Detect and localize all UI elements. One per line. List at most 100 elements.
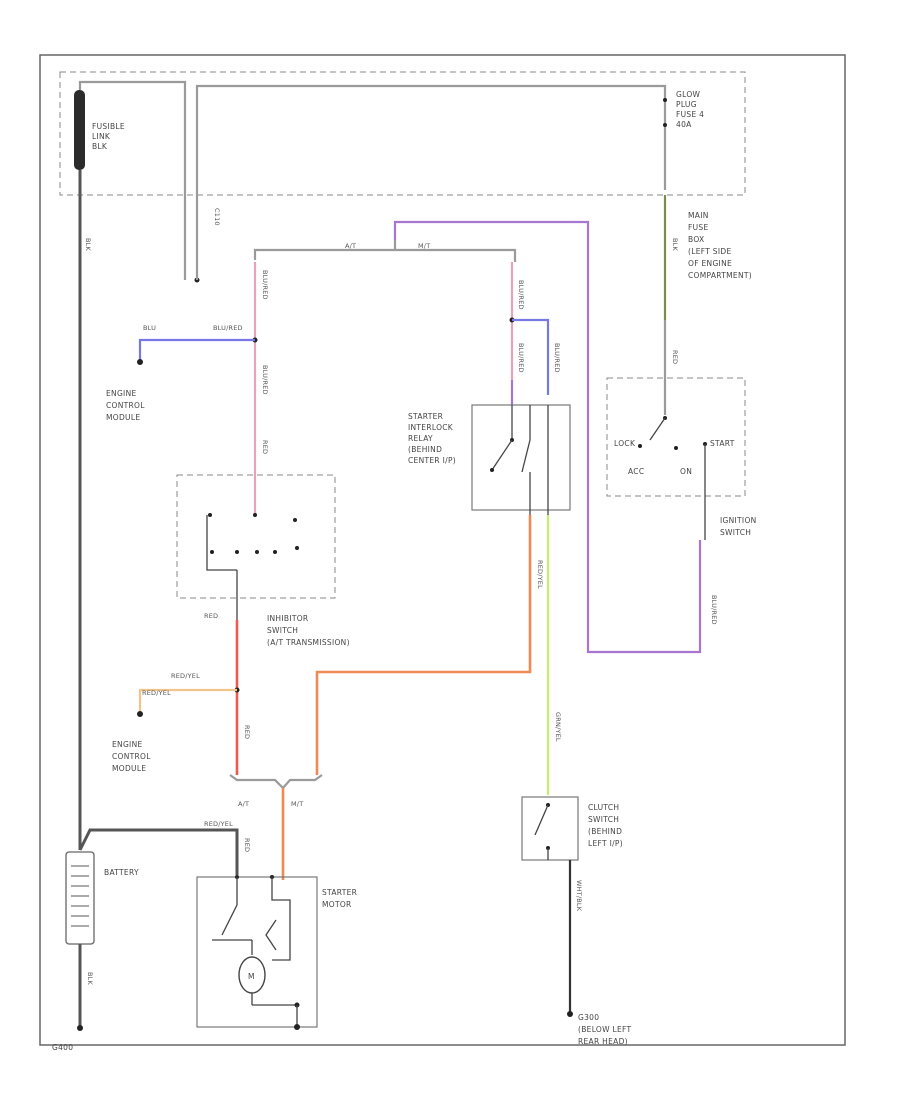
- svg-text:BLK: BLK: [92, 142, 108, 151]
- svg-text:SWITCH: SWITCH: [588, 815, 619, 824]
- svg-text:BLU/RED: BLU/RED: [517, 280, 525, 310]
- svg-text:BLU/RED: BLU/RED: [553, 343, 561, 373]
- svg-text:STARTER: STARTER: [322, 888, 357, 897]
- svg-text:PLUG: PLUG: [676, 100, 697, 109]
- inhibitor-switch-contacts: [206, 513, 299, 620]
- svg-text:MAIN: MAIN: [688, 211, 709, 220]
- svg-text:M/T: M/T: [291, 800, 303, 808]
- starter-motor-internals: M: [212, 875, 300, 1030]
- svg-text:(A/T TRANSMISSION): (A/T TRANSMISSION): [267, 638, 350, 647]
- svg-text:MOTOR: MOTOR: [322, 900, 352, 909]
- relay-label: STARTER INTERLOCK RELAY (BEHIND CENTER I…: [408, 412, 456, 465]
- svg-text:BLU/RED: BLU/RED: [261, 365, 269, 395]
- svg-text:CLUTCH: CLUTCH: [588, 803, 619, 812]
- svg-text:STARTER: STARTER: [408, 412, 443, 421]
- clutch-switch: [521, 796, 579, 861]
- svg-text:RED: RED: [671, 350, 679, 364]
- bus-wire-top-2: [195, 84, 667, 190]
- split-wire-top: [253, 240, 517, 262]
- svg-text:WHT/BLK: WHT/BLK: [575, 880, 583, 912]
- svg-text:CENTER I/P): CENTER I/P): [408, 456, 456, 465]
- svg-text:BLU/RED: BLU/RED: [517, 343, 525, 373]
- ground-g300-label: G300 (BELOW LEFT REAR HEAD): [578, 1013, 632, 1046]
- svg-text:COMPARTMENT): COMPARTMENT): [688, 271, 752, 280]
- svg-text:GRN/YEL: GRN/YEL: [554, 712, 562, 742]
- svg-text:BOX: BOX: [688, 235, 704, 244]
- ecm-top-label: ENGINE CONTROL MODULE: [106, 389, 145, 422]
- svg-text:BLK: BLK: [86, 972, 94, 985]
- battery: BATTERY: [65, 851, 139, 945]
- ecm-bottom-label: ENGINE CONTROL MODULE: [112, 740, 151, 773]
- svg-text:A/T: A/T: [345, 242, 356, 250]
- ignition-switch-box: [606, 377, 746, 497]
- inhibitor-switch-label: INHIBITOR SWITCH (A/T TRANSMISSION): [267, 614, 350, 647]
- svg-text:MODULE: MODULE: [106, 413, 140, 422]
- svg-text:FUSE 4: FUSE 4: [676, 110, 704, 119]
- svg-text:40A: 40A: [676, 120, 692, 129]
- svg-text:INTERLOCK: INTERLOCK: [408, 423, 454, 432]
- svg-text:IGNITION: IGNITION: [720, 516, 757, 525]
- svg-text:RED/YEL: RED/YEL: [536, 560, 544, 589]
- svg-text:G300: G300: [578, 1013, 599, 1022]
- svg-text:BLK: BLK: [84, 238, 92, 251]
- svg-text:M: M: [248, 972, 255, 981]
- svg-text:(BELOW LEFT: (BELOW LEFT: [578, 1025, 632, 1034]
- svg-text:M/T: M/T: [418, 242, 430, 250]
- ground-g300: [567, 1011, 573, 1017]
- diagram-frame: [39, 54, 846, 1046]
- svg-text:CONTROL: CONTROL: [112, 752, 151, 761]
- svg-text:GLOW: GLOW: [676, 90, 701, 99]
- starter-motor-label: STARTER MOTOR: [322, 888, 357, 909]
- ecm-blue-wire: [138, 338, 255, 360]
- fusible-link: FUSIBLE LINK BLK: [74, 90, 125, 170]
- connector-c110: C110: [194, 208, 221, 283]
- svg-text:RED/YEL: RED/YEL: [142, 689, 171, 697]
- svg-text:A/T: A/T: [238, 800, 249, 808]
- ignition-switch-label: IGNITION SWITCH: [720, 516, 757, 537]
- svg-text:BATTERY: BATTERY: [104, 868, 139, 877]
- starter-motor: [196, 876, 318, 1028]
- svg-text:C110: C110: [213, 208, 221, 226]
- svg-text:RED: RED: [243, 838, 251, 852]
- svg-text:BLU/RED: BLU/RED: [710, 595, 718, 625]
- svg-text:REAR HEAD): REAR HEAD): [578, 1037, 628, 1046]
- svg-text:BLU/RED: BLU/RED: [213, 324, 243, 332]
- svg-text:OF ENGINE: OF ENGINE: [688, 259, 732, 268]
- inhibitor-switch-box: [176, 474, 336, 599]
- svg-text:SWITCH: SWITCH: [720, 528, 751, 537]
- svg-text:(BEHIND: (BEHIND: [408, 445, 442, 454]
- svg-text:CONTROL: CONTROL: [106, 401, 145, 410]
- svg-text:BLU/RED: BLU/RED: [261, 270, 269, 300]
- svg-text:START: START: [710, 439, 735, 448]
- svg-text:LEFT I/P): LEFT I/P): [588, 839, 623, 848]
- ground-g400: [77, 1025, 83, 1031]
- relay-to-starter-wire: [315, 515, 532, 775]
- svg-text:ACC: ACC: [628, 467, 644, 476]
- ignition-switch-contacts: LOCK START ACC ON: [614, 416, 735, 540]
- svg-text:BLU: BLU: [143, 324, 156, 332]
- relay-coil-wire: [512, 318, 550, 395]
- svg-text:(BEHIND: (BEHIND: [588, 827, 622, 836]
- svg-text:FUSIBLE: FUSIBLE: [92, 122, 125, 131]
- split-wire-bottom: [229, 774, 323, 790]
- svg-text:G400: G400: [52, 1043, 73, 1052]
- main-fuse-box-label: MAIN FUSE BOX (LEFT SIDE OF ENGINE COMPA…: [688, 211, 752, 280]
- glow-plug-fuse: GLOW PLUG FUSE 4 40A: [663, 90, 704, 129]
- battery-cable: [78, 828, 239, 875]
- svg-text:RED: RED: [243, 725, 251, 739]
- svg-text:FUSE: FUSE: [688, 223, 709, 232]
- ecm-bottom-wire: [138, 688, 237, 712]
- violet-wire-ignition: [393, 220, 702, 654]
- svg-text:RED: RED: [204, 612, 218, 620]
- svg-text:ON: ON: [680, 467, 692, 476]
- svg-text:RED: RED: [261, 440, 269, 454]
- svg-text:LOCK: LOCK: [614, 439, 636, 448]
- clutch-switch-label: CLUTCH SWITCH (BEHIND LEFT I/P): [588, 803, 623, 848]
- svg-text:LINK: LINK: [92, 132, 111, 141]
- svg-text:MODULE: MODULE: [112, 764, 146, 773]
- svg-text:BLK: BLK: [671, 238, 679, 251]
- svg-text:ENGINE: ENGINE: [112, 740, 143, 749]
- svg-text:INHIBITOR: INHIBITOR: [267, 614, 308, 623]
- underhood-fuse-enclosure: [59, 71, 746, 196]
